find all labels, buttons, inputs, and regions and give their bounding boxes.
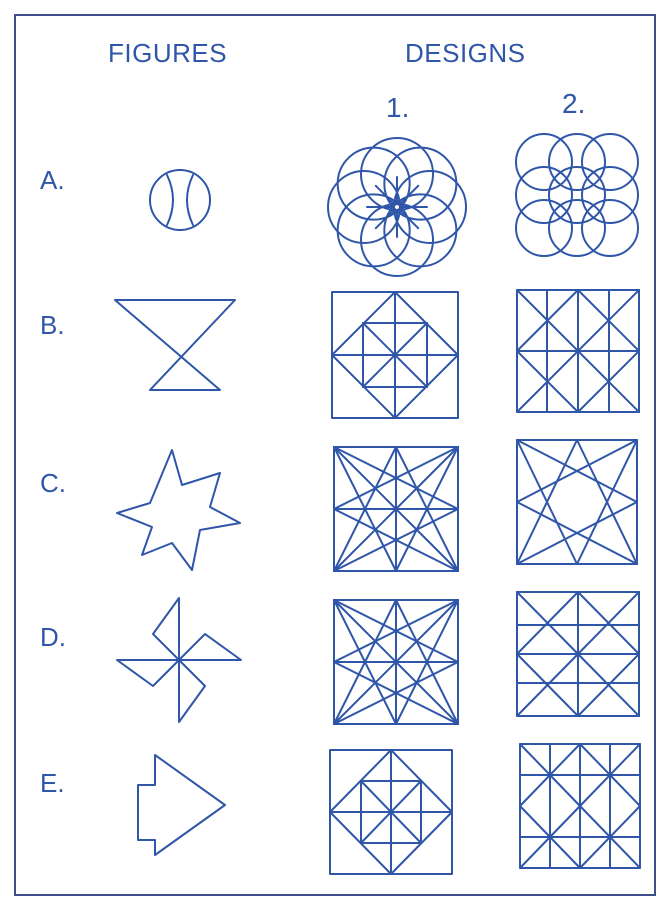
design-c2-star-pattern bbox=[515, 438, 639, 566]
design-c1-star-pattern bbox=[332, 445, 460, 573]
design-d2-pattern bbox=[515, 590, 641, 718]
figures-header: FIGURES bbox=[108, 38, 227, 69]
figure-a-baseball bbox=[145, 165, 215, 235]
row-label-e: E. bbox=[40, 768, 65, 799]
design-2-label: 2. bbox=[562, 88, 585, 120]
design-e1-pattern bbox=[328, 748, 454, 876]
row-label-c: C. bbox=[40, 468, 66, 499]
row-label-d: D. bbox=[40, 622, 66, 653]
design-a2-circle-grid bbox=[512, 130, 642, 260]
design-1-label: 1. bbox=[386, 92, 409, 124]
design-b1-pattern bbox=[330, 290, 460, 420]
figure-c-pinwheel-shape bbox=[112, 445, 242, 575]
design-b2-pattern bbox=[515, 288, 641, 414]
figure-e-arrow-shape bbox=[130, 750, 230, 860]
row-label-b: B. bbox=[40, 310, 65, 341]
design-e2-pattern bbox=[518, 742, 642, 870]
design-d1-star-pattern bbox=[332, 598, 460, 726]
design-a1-rosette bbox=[322, 135, 472, 280]
designs-header: DESIGNS bbox=[405, 38, 526, 69]
row-label-a: A. bbox=[40, 165, 65, 196]
figure-b-hourglass bbox=[110, 295, 240, 395]
figure-d-pinwheel bbox=[115, 596, 243, 724]
